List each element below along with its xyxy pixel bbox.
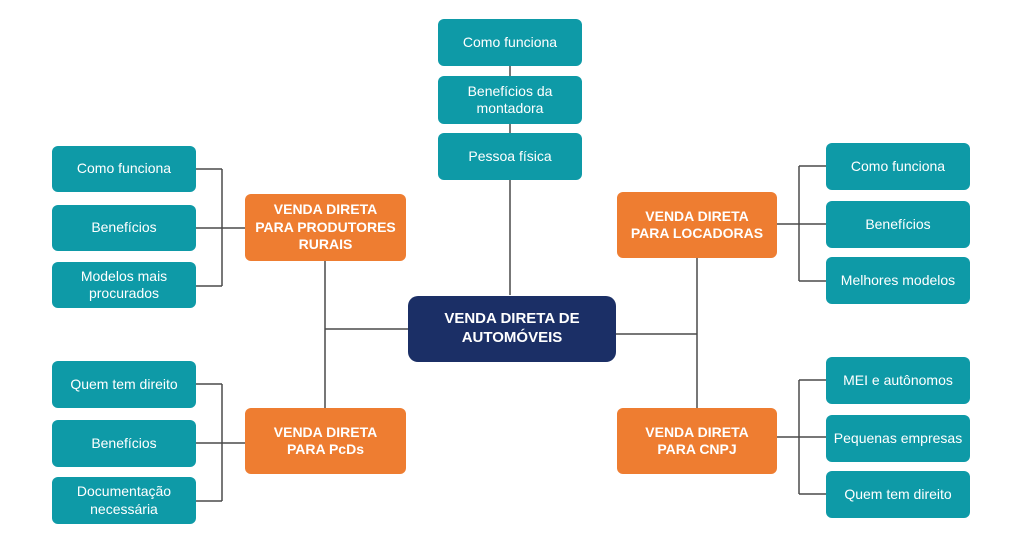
branch-produtores-rurais: VENDA DIRETA PARA PRODUTORES RURAIS xyxy=(245,194,406,261)
produtores-item-beneficios: Benefícios xyxy=(52,205,196,251)
top-item-beneficios-montadora: Benefícios da montadora xyxy=(438,76,582,124)
cnpj-item-mei: MEI e autônomos xyxy=(826,357,970,404)
branch-pcds: VENDA DIRETA PARA PcDs xyxy=(245,408,406,474)
pcds-item-documentacao: Documentação necessária xyxy=(52,477,196,524)
locadoras-item-beneficios: Benefícios xyxy=(826,201,970,248)
cnpj-item-quem-tem-direito: Quem tem direito xyxy=(826,471,970,518)
produtores-item-modelos: Modelos mais procurados xyxy=(52,262,196,308)
branch-locadoras: VENDA DIRETA PARA LOCADORAS xyxy=(617,192,777,258)
locadoras-item-melhores-modelos: Melhores modelos xyxy=(826,257,970,304)
top-item-pessoa-fisica: Pessoa física xyxy=(438,133,582,180)
center-node: VENDA DIRETA DE AUTOMÓVEIS xyxy=(408,296,616,362)
locadoras-item-como-funciona: Como funciona xyxy=(826,143,970,190)
top-item-como-funciona: Como funciona xyxy=(438,19,582,66)
produtores-item-como-funciona: Como funciona xyxy=(52,146,196,192)
pcds-item-quem-tem-direito: Quem tem direito xyxy=(52,361,196,408)
cnpj-item-pequenas-empresas: Pequenas empresas xyxy=(826,415,970,462)
pcds-item-beneficios: Benefícios xyxy=(52,420,196,467)
branch-cnpj: VENDA DIRETA PARA CNPJ xyxy=(617,408,777,474)
center-label: VENDA DIRETA DE AUTOMÓVEIS xyxy=(444,310,580,346)
